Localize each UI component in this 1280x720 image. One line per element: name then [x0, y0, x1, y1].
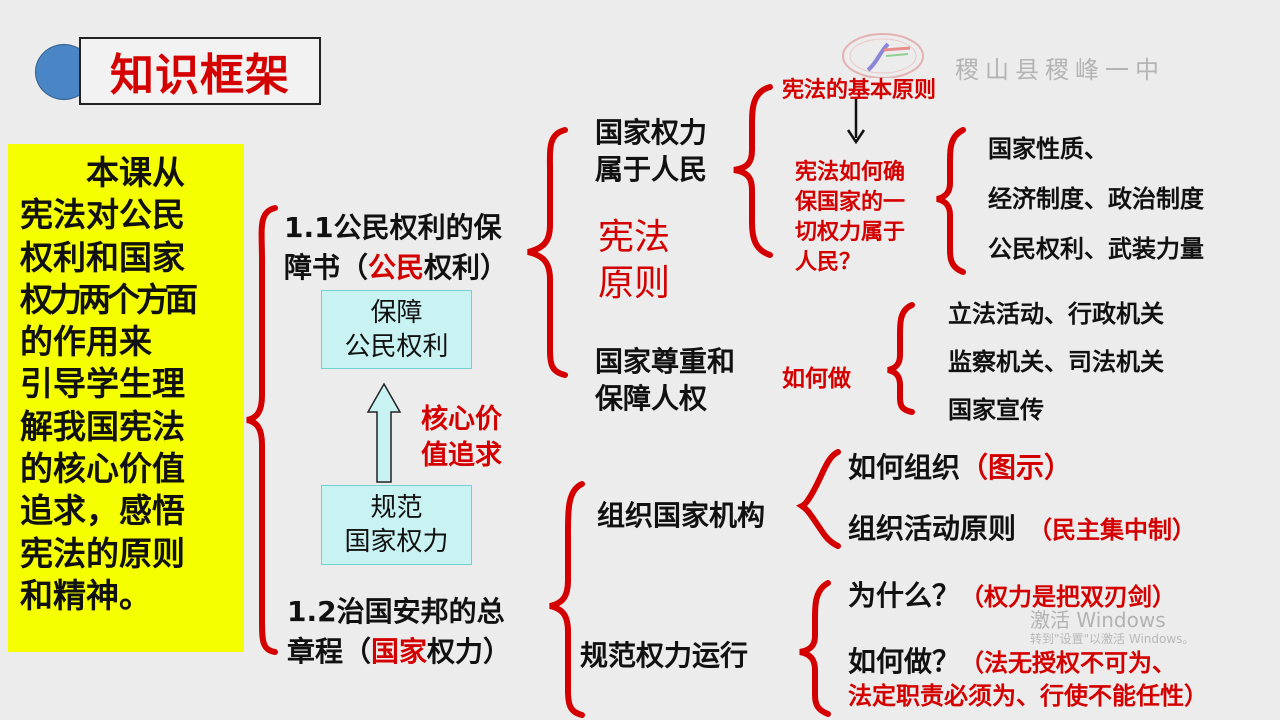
page-title: 知识框架 — [79, 37, 321, 105]
bracket-main — [246, 205, 278, 655]
how-organize-item: 如何组织（图示） — [848, 446, 1072, 486]
how-item: 如何做？（法无授权不可为、 — [848, 640, 1176, 680]
box-line: 国家权力 — [344, 527, 449, 557]
org-principle-item: 组织活动原则 （民主集中制） — [848, 507, 1196, 547]
how-note-continued: 法定职责必须为、行使不能任性） — [848, 682, 1208, 710]
intro-line: 的核心价值 — [20, 449, 185, 489]
intro-line: 追求，感悟 — [20, 491, 185, 531]
intro-line: 引导学生理 — [20, 364, 185, 404]
item-note: （法无授权不可为、 — [960, 649, 1177, 677]
school-logo-icon — [842, 33, 924, 78]
constitution-principles-label: 宪法 原则 — [598, 215, 670, 307]
protect-rights-box: 保障 公民权利 — [321, 290, 472, 369]
organize-node: 组织国家机构 — [597, 499, 766, 532]
up-arrow-icon — [366, 382, 402, 483]
question-line: 宪法如何确 — [795, 160, 906, 185]
down-arrow-icon — [846, 98, 866, 145]
question-line: 切权力属于 — [795, 220, 906, 245]
box-line: 公民权利 — [344, 331, 449, 362]
ensure-items-list: 国家性质、 经济制度、政治制度 公民权利、武装力量 — [988, 124, 1204, 274]
box-line: 保障 — [370, 297, 423, 328]
school-name-watermark: 稷山县稷峰一中 — [955, 56, 1165, 84]
item-note: （民主集中制） — [1028, 516, 1197, 544]
why-item: 为什么？（权力是把双刃剑） — [848, 574, 1176, 614]
section-1-1-title: 1.1公民权利的保 障书（公民权利） — [284, 208, 508, 288]
how-do-label: 如何做 — [782, 366, 851, 392]
label-line: 核心价 — [421, 404, 502, 435]
bracket-power — [549, 481, 585, 718]
section-1-2-title: 1.2治国安邦的总 章程（国家权力） — [287, 592, 511, 672]
label-line: 值追求 — [421, 440, 502, 471]
node-line: 国家尊重和 — [595, 345, 736, 378]
item-text: 组织活动原则 — [848, 512, 1017, 545]
list-item: 经济制度、政治制度 — [988, 185, 1204, 213]
list-item: 公民权利、武装力量 — [988, 235, 1204, 263]
intro-line: 解我国宪法 — [20, 406, 185, 446]
bracket-ensure-items — [936, 127, 966, 275]
intro-line: 权力两个方面 — [20, 279, 198, 319]
bracket-organize — [796, 449, 841, 549]
list-item: 国家宣传 — [948, 396, 1044, 424]
section-title-line: 章程（国家权力） — [287, 632, 511, 672]
human-rights-node: 国家尊重和 保障人权 — [595, 343, 735, 417]
highlight-text: 国家 — [371, 635, 428, 668]
basic-principle-label: 宪法的基本原则 — [782, 78, 937, 103]
section-title-line: 障书（公民权利） — [284, 248, 508, 288]
bracket-people-power — [733, 84, 773, 258]
intro-line: 和精神。 — [20, 575, 152, 615]
item-note: （图示） — [960, 451, 1073, 484]
regulate-power-box: 规范 国家权力 — [321, 485, 472, 565]
section-title-line: 1.1公民权利的保 — [284, 211, 502, 244]
title-text: 章程（ — [287, 635, 372, 668]
intro-line: 本课从 — [86, 153, 185, 192]
intro-line: 宪法的原则 — [20, 533, 185, 573]
node-line: 保障人权 — [595, 382, 708, 415]
activate-windows-hint: 转到"设置"以激活 Windows。 — [1030, 632, 1195, 646]
label-line: 宪法 — [598, 217, 671, 258]
bracket-principles — [527, 127, 568, 378]
question-line: 人民？ — [795, 250, 862, 275]
item-note: （权力是把双刃剑） — [960, 583, 1177, 611]
item-text: 如何做？ — [848, 645, 961, 678]
question-line: 保国家的一 — [795, 190, 906, 215]
intro-line: 权利和国家 — [20, 237, 185, 277]
intro-line: 宪法对公民 — [20, 195, 185, 235]
people-power-node: 国家权力 属于人民 — [595, 114, 707, 188]
node-line: 属于人民 — [595, 153, 708, 186]
intro-summary: 本课从 宪法对公民 权利和国家 权力两个方面 的作用来 引导学生理 解我国宪法 … — [8, 144, 244, 652]
box-line: 规范 — [370, 493, 423, 523]
title-text: 权利） — [424, 251, 509, 284]
title-text: 权力） — [427, 635, 512, 668]
bracket-how-do — [887, 302, 915, 415]
how-do-items-list: 立法活动、行政机关 监察机关、司法机关 国家宣传 — [948, 290, 1164, 434]
list-item: 监察机关、司法机关 — [948, 348, 1164, 376]
item-text: 如何组织 — [848, 451, 961, 484]
intro-line: 的作用来 — [20, 322, 152, 362]
list-item: 立法活动、行政机关 — [948, 300, 1164, 328]
activate-windows-watermark: 激活 Windows — [1030, 608, 1166, 632]
list-item: 国家性质、 — [988, 135, 1108, 163]
item-text: 为什么？ — [848, 579, 961, 612]
how-ensure-question: 宪法如何确 保国家的一 切权力属于 人民？ — [795, 158, 905, 278]
core-value-label: 核心价 值追求 — [421, 402, 502, 474]
node-line: 国家权力 — [595, 116, 708, 149]
label-line: 原则 — [598, 263, 671, 304]
title-text: 障书（ — [284, 251, 369, 284]
regulate-node: 规范权力运行 — [580, 639, 749, 672]
bracket-regulate — [799, 580, 831, 717]
highlight-text: 公民 — [368, 251, 425, 284]
section-title-line: 1.2治国安邦的总 — [287, 595, 505, 628]
